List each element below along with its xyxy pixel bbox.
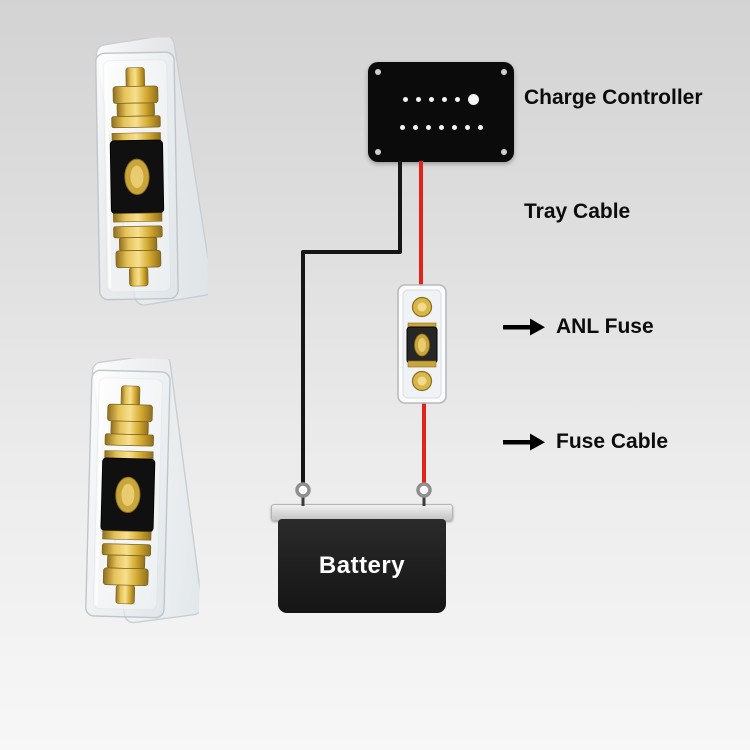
controller-indicator-row-1 (368, 94, 514, 105)
black-wire (301, 161, 402, 483)
indicator-dot (464, 125, 470, 130)
screw-icon (375, 149, 381, 155)
indicator-dot (416, 97, 421, 102)
ring-terminal-icon (416, 482, 432, 498)
indicator-dot-large (468, 94, 479, 105)
screw-icon (375, 69, 381, 75)
indicator-dot (455, 97, 460, 102)
indicator-dot (403, 97, 408, 102)
anl-fuse-graphic (395, 280, 449, 408)
fuse-holder-illustration (85, 353, 203, 624)
label-charge-controller: Charge Controller (524, 86, 703, 109)
indicator-dot (429, 97, 434, 102)
screw-icon (501, 69, 507, 75)
arrow-right-icon (503, 433, 545, 451)
charge-controller-graphic (368, 62, 514, 162)
controller-indicator-row-2 (368, 125, 514, 130)
indicator-dot (451, 125, 457, 130)
fuse-holder-product-photo-1 (64, 34, 214, 313)
arrow-right-icon (503, 318, 545, 336)
indicator-dot (477, 125, 483, 130)
fuse-holder-illustration (95, 34, 214, 306)
indicator-dot (425, 125, 431, 130)
anl-fuse-callout: ANL Fuse (503, 315, 654, 339)
battery-label: Battery (318, 552, 406, 579)
ring-terminal-icon (295, 482, 311, 498)
fuse-holder-product-photo-2 (48, 353, 205, 630)
indicator-dot (442, 97, 447, 102)
indicator-dot (399, 125, 405, 130)
anl-fuse-illustration (397, 284, 447, 404)
indicator-dot (438, 125, 444, 130)
fuse-cable-callout: Fuse Cable (503, 430, 668, 454)
battery-graphic: Battery (278, 519, 446, 613)
label-anl-fuse: ANL Fuse (556, 315, 654, 338)
label-tray-cable: Tray Cable (524, 200, 631, 223)
screw-icon (501, 149, 507, 155)
indicator-dot (412, 125, 418, 130)
label-fuse-cable: Fuse Cable (556, 430, 669, 453)
